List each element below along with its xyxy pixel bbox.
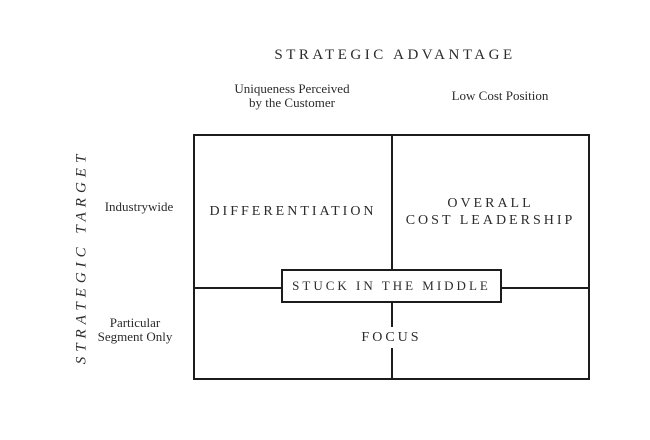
cell-differentiation: DIFFERENTIATION [209, 204, 377, 219]
row-label-particular-segment: Particular Segment Only [97, 315, 173, 344]
column-header-low-cost: Low Cost Position [451, 88, 549, 103]
cell-focus: FOCUS [195, 289, 588, 378]
cell-overall-cost-leadership: OVERALL COST LEADERSHIP [405, 195, 576, 228]
diagram-title: STRATEGIC ADVANTAGE [274, 47, 516, 63]
cell-stuck-in-the-middle: STUCK IN THE MIDDLE [281, 269, 502, 303]
row-label-industrywide: Industrywide [104, 199, 174, 214]
focus-label: FOCUS [352, 327, 431, 348]
column-header-uniqueness: Uniqueness Perceived by the Customer [234, 81, 350, 110]
vertical-divider-line [391, 136, 393, 378]
matrix-frame: DIFFERENTIATION OVERALL COST LEADERSHIP … [193, 134, 590, 380]
